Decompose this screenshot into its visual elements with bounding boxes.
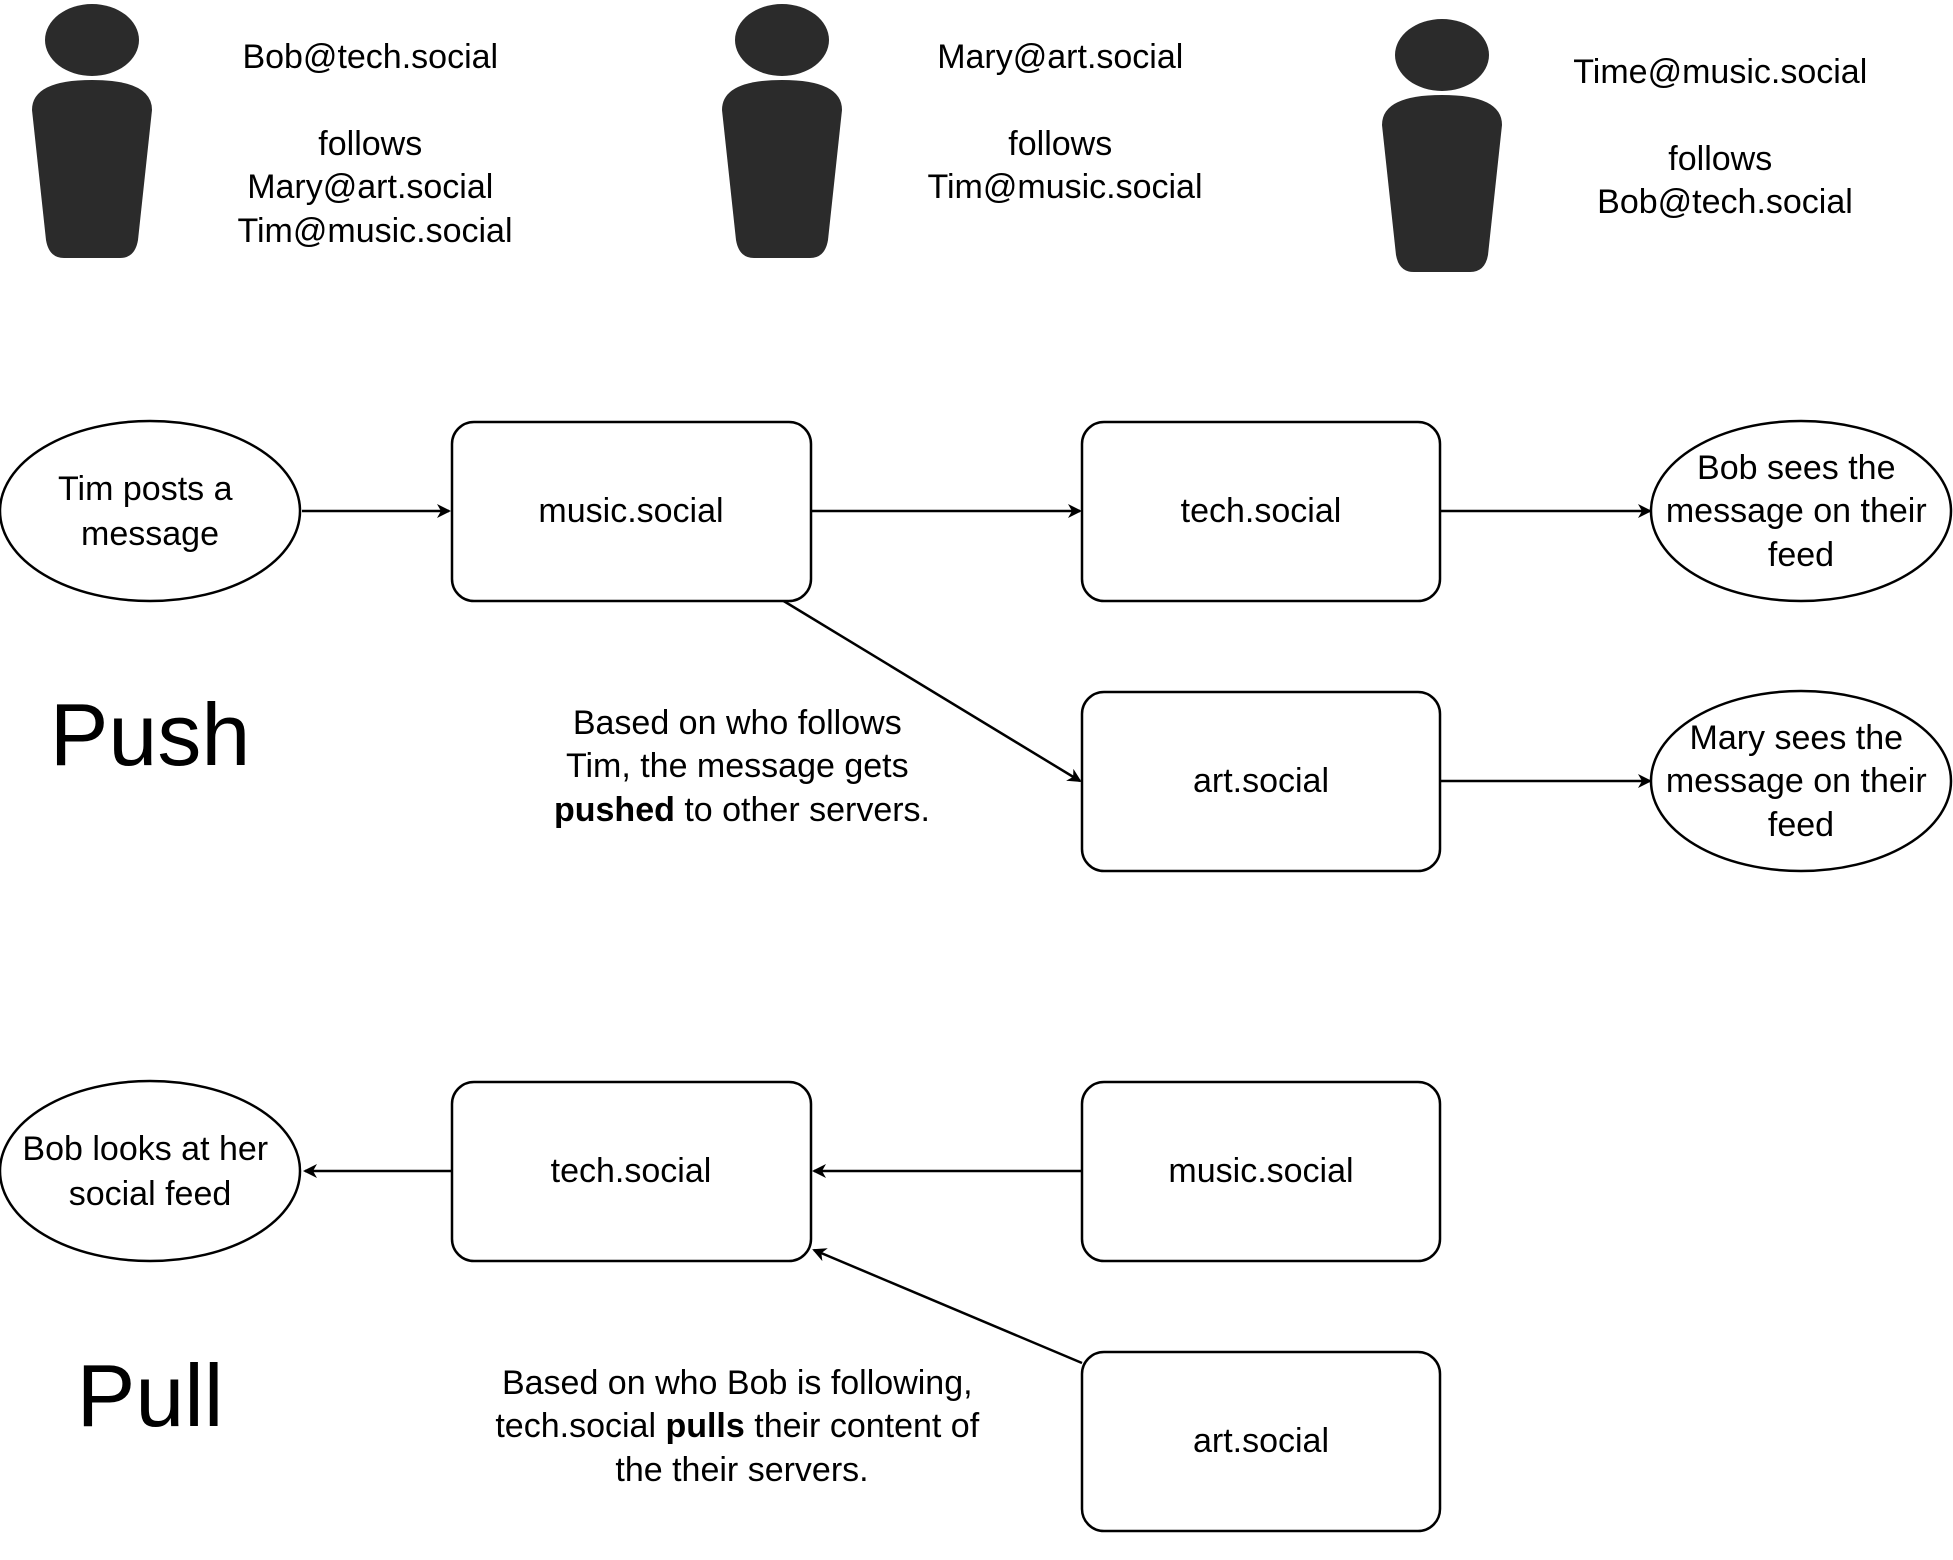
user-tim-follows-bob: Bob@tech.social [1597,183,1853,221]
pull-server-tech: tech.social [450,1080,813,1263]
user-mary-follows-label: follows [1008,125,1112,163]
user-bob-text: Bob@tech.social follows Mary@art.social … [237,38,512,250]
person-icon [32,4,152,258]
push-server-music: music.social [450,420,813,603]
pull-title: Pull [77,1346,224,1445]
user-bob-follows-mary: Mary@art.social [247,168,493,206]
pull-server-art: art.social [1080,1350,1442,1533]
user-tim: Time@music.social follows Bob@tech.socia… [1382,19,1876,272]
user-bob-follows-tim: Tim@music.social [237,212,512,250]
pull-section: Pull Bob looks at her social feed tech.s… [0,1079,1442,1533]
push-note: Based on who follows Tim, the message ge… [554,704,930,829]
push-edge-music-to-art [781,598,1082,783]
user-mary-text: Mary@art.social follows Tim@music.social [927,38,1202,206]
pull-server-art-label: art.social [1193,1422,1329,1460]
user-mary-handle: Mary@art.social [937,38,1183,76]
pull-server-music: music.social [1080,1080,1442,1263]
user-tim-handle: Time@music.social [1573,53,1867,91]
user-mary-follows-tim: Tim@music.social [927,168,1202,206]
push-result-bob-label: Bob sees the message on their feed [1666,449,1936,574]
user-bob-handle: Bob@tech.social [242,38,498,76]
push-server-music-label: music.social [538,492,723,530]
push-server-tech-label: tech.social [1181,492,1342,530]
pull-server-tech-label: tech.social [551,1152,712,1190]
push-result-mary-label: Mary sees the message on their feed [1666,719,1936,844]
pull-end-node: Bob looks at her social feed [0,1079,302,1263]
user-bob: Bob@tech.social follows Mary@art.social … [32,4,513,258]
pull-server-music-label: music.social [1168,1152,1353,1190]
pull-note: Based on who Bob is following, tech.soci… [495,1364,988,1489]
push-server-tech: tech.social [1080,420,1442,603]
user-tim-follows-label: follows [1668,140,1772,178]
pull-end-label: Bob looks at her social feed [22,1130,277,1213]
push-title: Push [50,685,251,784]
person-icon [1382,19,1502,272]
push-section: Push Tim posts a message music.social te… [0,419,1953,873]
user-tim-text: Time@music.social follows Bob@tech.socia… [1573,53,1876,221]
user-mary: Mary@art.social follows Tim@music.social [722,4,1203,258]
person-icon [722,4,842,258]
push-start-node: Tim posts a message [0,419,302,603]
pull-edge-art-to-tech [812,1248,1083,1365]
push-result-mary: Mary sees the message on their feed [1649,689,1953,873]
push-start-label: Tim posts a message [58,470,242,553]
push-result-bob: Bob sees the message on their feed [1649,419,1953,603]
user-bob-follows-label: follows [318,125,422,163]
push-server-art-label: art.social [1193,762,1329,800]
push-server-art: art.social [1080,690,1442,873]
